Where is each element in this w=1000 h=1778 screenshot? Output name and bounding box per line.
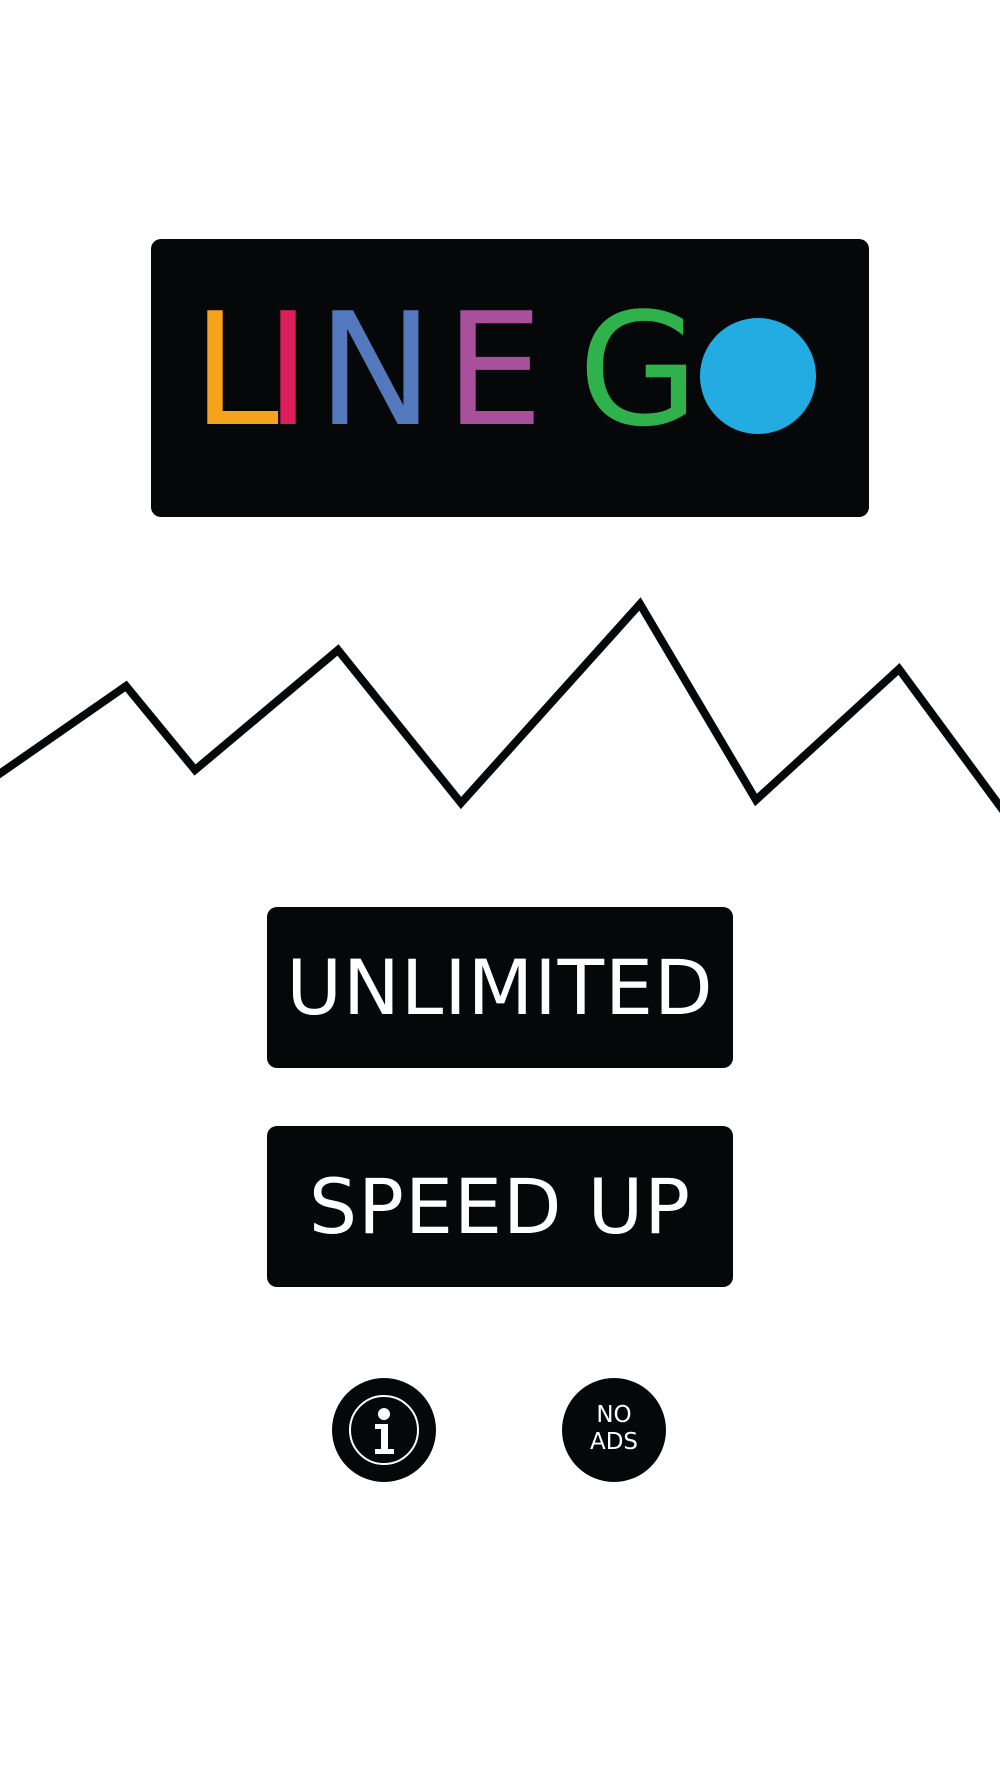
no-ads-line1: NO: [596, 1402, 632, 1428]
unlimited-label: UNLIMITED: [286, 943, 714, 1032]
logo-letter-l: L: [192, 279, 279, 461]
no-ads-line2: ADS: [589, 1429, 639, 1455]
info-button[interactable]: [332, 1378, 436, 1482]
info-icon: [349, 1395, 419, 1465]
speed-up-button[interactable]: SPEED UP: [267, 1126, 733, 1287]
logo-letter-g: G: [578, 279, 699, 461]
unlimited-button[interactable]: UNLIMITED: [267, 907, 733, 1068]
logo-ball-icon: [700, 318, 816, 434]
no-ads-label: NO ADS: [562, 1402, 666, 1456]
logo-letter-i: I: [265, 279, 312, 461]
logo-letter-n: N: [317, 279, 434, 461]
logo-letter-e: E: [445, 279, 544, 461]
zigzag-line: [0, 597, 1000, 813]
no-ads-button[interactable]: NO ADS: [562, 1378, 666, 1482]
speed-up-label: SPEED UP: [308, 1162, 692, 1251]
